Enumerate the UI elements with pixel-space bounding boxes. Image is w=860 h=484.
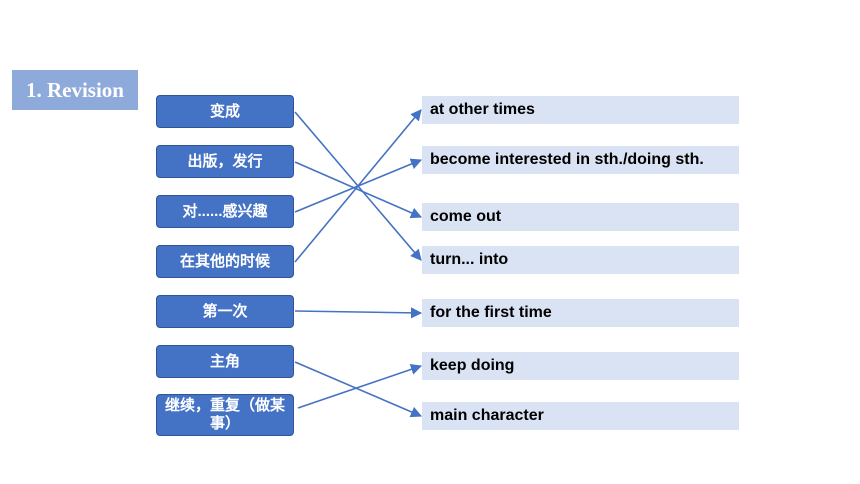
- connector-ji-xu-keep-doing: [297, 363, 423, 409]
- connector-qi-ta-shi-hou-at-other-times: [294, 109, 422, 263]
- english-item-main-character[interactable]: main character: [422, 402, 739, 430]
- english-item-at-other-times[interactable]: at other times: [422, 96, 739, 124]
- connector-chu-ban-come-out: [294, 161, 423, 219]
- chinese-item-di-yi-ci[interactable]: 第一次: [156, 295, 294, 328]
- english-item-come-out[interactable]: come out: [422, 203, 739, 231]
- english-item-turn-into[interactable]: turn... into: [422, 246, 739, 274]
- chinese-item-gan-xing-qu[interactable]: 对......感兴趣: [156, 195, 294, 228]
- chinese-item-qi-ta-shi-hou[interactable]: 在其他的时候: [156, 245, 294, 278]
- connector-zhu-jiao-main-character: [294, 361, 423, 418]
- chinese-item-bian-cheng[interactable]: 变成: [156, 95, 294, 128]
- chinese-item-ji-xu[interactable]: 继续，重复（做某事）: [156, 394, 294, 436]
- english-item-become-interested[interactable]: become interested in sth./doing sth.: [422, 146, 739, 174]
- english-item-for-the-first-time[interactable]: for the first time: [422, 299, 739, 327]
- chinese-item-zhu-jiao[interactable]: 主角: [156, 345, 294, 378]
- section-title: 1. Revision: [12, 70, 138, 110]
- chinese-item-chu-ban[interactable]: 出版，发行: [156, 145, 294, 178]
- english-item-keep-doing[interactable]: keep doing: [422, 352, 739, 380]
- connector-di-yi-ci-first-time: [294, 307, 423, 319]
